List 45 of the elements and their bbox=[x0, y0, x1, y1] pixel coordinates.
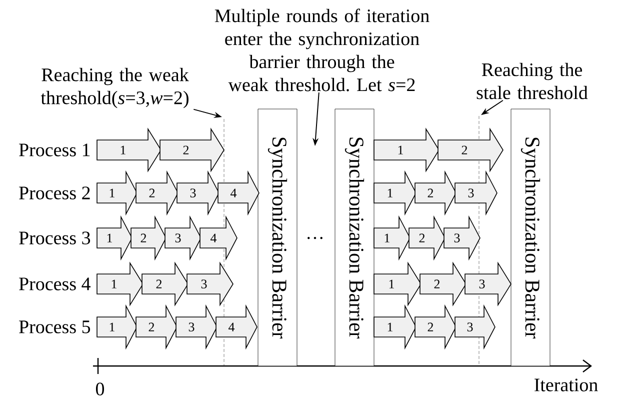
iteration-block: 2 bbox=[130, 215, 166, 261]
iteration-block: 1 bbox=[96, 262, 144, 306]
iteration-block: 2 bbox=[160, 128, 224, 172]
iteration-block: 2 bbox=[136, 304, 178, 350]
iteration-block: 2 bbox=[414, 170, 456, 216]
iteration-block: 3 bbox=[454, 170, 498, 216]
iteration-block: 1 bbox=[96, 128, 162, 172]
axis-label: Iteration bbox=[534, 378, 598, 392]
iteration-block: 1 bbox=[374, 262, 422, 306]
iteration-block: 3 bbox=[176, 170, 220, 216]
iteration-block: 4 bbox=[218, 170, 260, 216]
process-label: Process 2 bbox=[19, 186, 90, 200]
annotation-text: Multiple rounds of iteration enter the synchronization barrier through the weak threshold. Let s=2 bbox=[214, 8, 430, 92]
iteration-block: 3 bbox=[176, 304, 218, 350]
iteration-block: 4 bbox=[216, 304, 258, 350]
iteration-block: 1 bbox=[96, 215, 132, 261]
iteration-block: 1 bbox=[96, 304, 138, 350]
process-label: Process 4 bbox=[19, 278, 90, 290]
iteration-block: 2 bbox=[408, 215, 446, 261]
barrier-box: Synchronization Barrier bbox=[334, 108, 374, 366]
iteration-block: 2 bbox=[414, 304, 456, 350]
iteration-block: 3 bbox=[464, 262, 512, 306]
process-label: Process 5 bbox=[19, 320, 90, 334]
iteration-block: 3 bbox=[444, 215, 480, 261]
iteration-block: 1 bbox=[374, 215, 410, 261]
iteration-block: 1 bbox=[374, 170, 416, 216]
axis-label: 0 bbox=[96, 382, 104, 396]
iteration-block: 3 bbox=[454, 304, 496, 350]
process-label: Process 1 bbox=[19, 144, 90, 156]
iteration-block: 2 bbox=[438, 128, 504, 172]
iteration-block: 2 bbox=[142, 262, 188, 306]
barrier-box: Synchronization Barrier bbox=[258, 108, 298, 366]
iteration-block: 2 bbox=[420, 262, 466, 306]
barrier-box: Synchronization Barrier bbox=[510, 108, 550, 366]
iteration-block: 4 bbox=[200, 215, 238, 261]
annotation-text: Reaching the stale threshold bbox=[476, 62, 588, 100]
process-label: Process 3 bbox=[19, 232, 90, 244]
annotation-text: Reaching the weak threshold(s=3,w=2) bbox=[40, 68, 189, 108]
iteration-block: 1 bbox=[374, 304, 416, 350]
ellipsis: … bbox=[308, 236, 322, 240]
iteration-block: 2 bbox=[136, 170, 178, 216]
iteration-block: 3 bbox=[164, 215, 202, 261]
iteration-block: 1 bbox=[374, 128, 440, 172]
iteration-block: 3 bbox=[186, 262, 234, 306]
iteration-block: 1 bbox=[96, 170, 138, 216]
